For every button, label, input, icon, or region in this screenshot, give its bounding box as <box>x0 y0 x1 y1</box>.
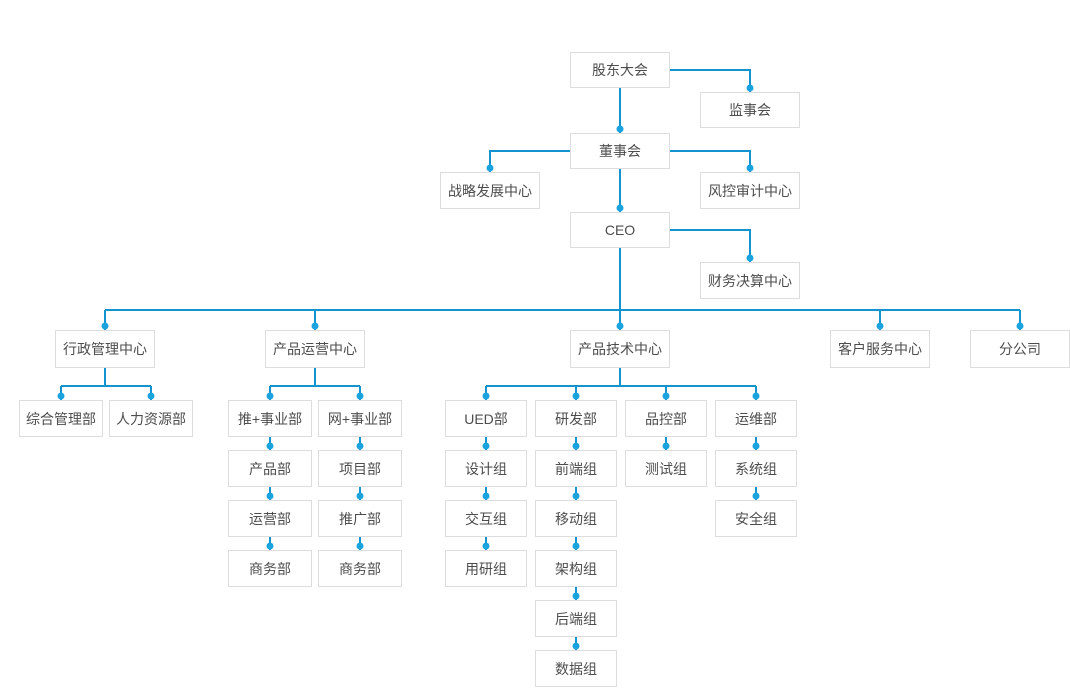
connector-tech-branch <box>485 368 757 400</box>
org-node-ued-dept: UED部 <box>445 400 527 437</box>
org-node-system-group: 系统组 <box>715 450 797 487</box>
org-node-business-dept-1: 商务部 <box>228 550 312 587</box>
connector-admin-branch <box>60 368 152 400</box>
org-node-general-mgmt: 综合管理部 <box>19 400 103 437</box>
org-node-testing-group: 测试组 <box>625 450 707 487</box>
org-node-shareholders: 股东大会 <box>570 52 670 88</box>
org-node-ceo: CEO <box>570 212 670 248</box>
org-node-promotion-dept: 推广部 <box>318 500 402 537</box>
org-node-design-group: 设计组 <box>445 450 527 487</box>
org-node-board: 董事会 <box>570 133 670 169</box>
org-node-branch-company: 分公司 <box>970 330 1070 368</box>
connector-ops-branch <box>269 368 361 400</box>
org-node-operation-dept: 运营部 <box>228 500 312 537</box>
org-node-tech-center: 产品技术中心 <box>570 330 670 368</box>
connector-trunk <box>104 309 1021 330</box>
org-node-rd-dept: 研发部 <box>535 400 617 437</box>
org-node-interaction-group: 交互组 <box>445 500 527 537</box>
org-node-tui-division: 推+事业部 <box>228 400 312 437</box>
org-node-product-dept: 产品部 <box>228 450 312 487</box>
org-node-security-group: 安全组 <box>715 500 797 537</box>
org-node-project-dept: 项目部 <box>318 450 402 487</box>
org-node-business-dept-2: 商务部 <box>318 550 402 587</box>
org-node-finance: 财务决算中心 <box>700 262 800 299</box>
org-node-hr: 人力资源部 <box>109 400 193 437</box>
org-node-strategy: 战略发展中心 <box>440 172 540 209</box>
org-node-ops-center: 产品运营中心 <box>265 330 365 368</box>
org-node-supervisory: 监事会 <box>700 92 800 128</box>
org-node-frontend-group: 前端组 <box>535 450 617 487</box>
org-node-admin-center: 行政管理中心 <box>55 330 155 368</box>
org-node-risk-audit: 风控审计中心 <box>700 172 800 209</box>
org-node-data-group: 数据组 <box>535 650 617 687</box>
org-node-ops-dept: 运维部 <box>715 400 797 437</box>
org-node-wang-division: 网+事业部 <box>318 400 402 437</box>
org-node-qc-dept: 品控部 <box>625 400 707 437</box>
org-node-service-center: 客户服务中心 <box>830 330 930 368</box>
org-node-user-research-group: 用研组 <box>445 550 527 587</box>
org-node-backend-group: 后端组 <box>535 600 617 637</box>
org-node-architecture-group: 架构组 <box>535 550 617 587</box>
org-node-mobile-group: 移动组 <box>535 500 617 537</box>
